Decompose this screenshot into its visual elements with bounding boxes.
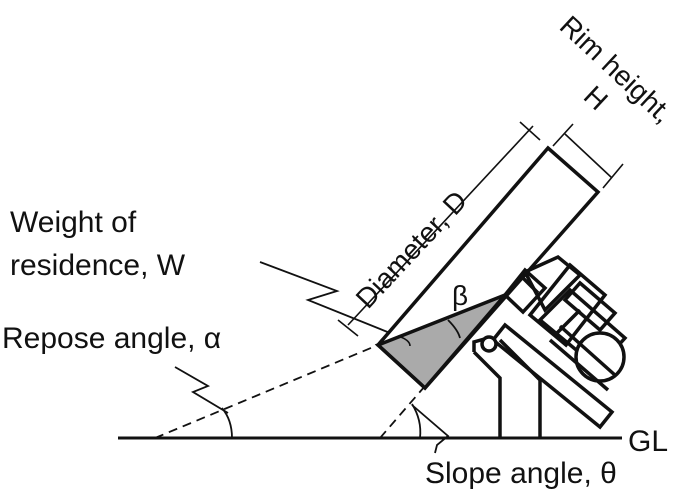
weight-leader-line [259,261,391,334]
repose-angle-label: Repose angle, α [2,322,221,355]
rim-dimension-line [564,133,613,179]
alpha-inner-arc [397,335,411,347]
repose-dashed-line [154,339,391,439]
rim-tick-top [552,123,574,147]
slope-dashed-line [379,385,426,439]
diameter-tick-top [519,121,541,141]
rim-height-label: Rim height, [554,10,679,129]
dish-body [375,145,601,391]
weight-label-line2: residence, W [10,249,186,282]
slope-angle-label: Slope angle, θ [425,457,617,490]
beta-label: β [452,280,468,311]
repose-leader-line [174,366,229,414]
beta-angle-arc [447,319,461,339]
support-mechanism [472,254,628,438]
slope-leader-line [411,404,450,454]
diameter-dimension-line [347,125,534,326]
rim-height-symbol: H [578,80,614,116]
rim-tick-bottom [602,163,624,189]
ground-label: GL [628,425,668,458]
diameter-tick-bottom [337,319,359,337]
weight-label-line1: Weight of [10,206,137,239]
